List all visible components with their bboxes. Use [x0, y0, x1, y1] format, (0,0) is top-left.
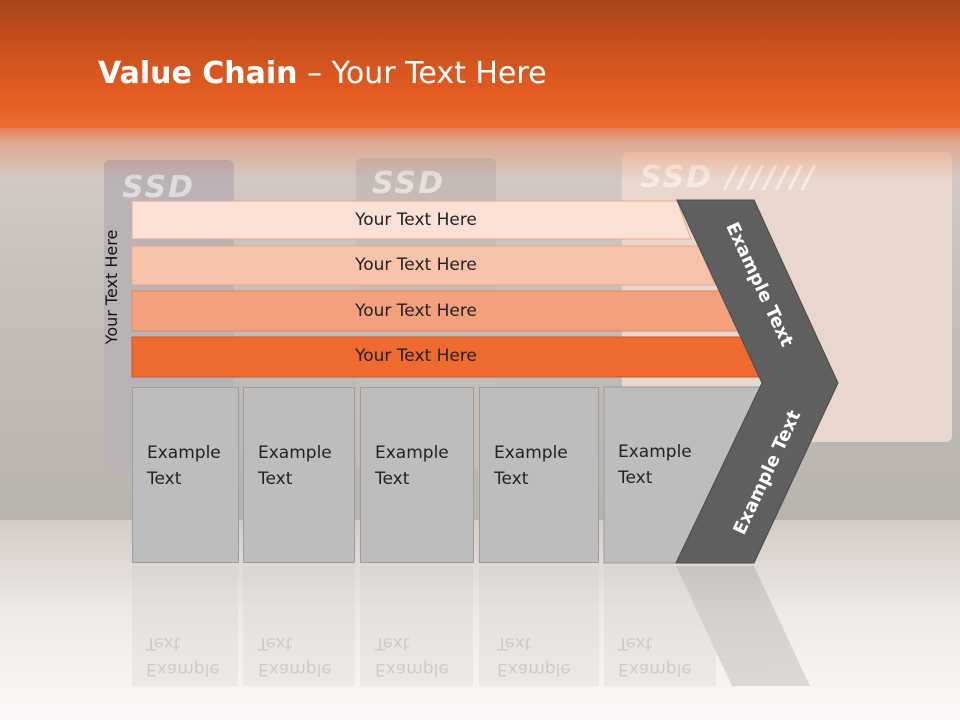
- column-2-line2: Text: [258, 469, 293, 489]
- column-4-line1: Example: [494, 443, 568, 463]
- title-rest: – Your Text Here: [297, 56, 547, 91]
- column-4-line2: Text: [494, 469, 529, 489]
- column-3[interactable]: Example Text: [360, 387, 474, 563]
- column-1[interactable]: Example Text: [132, 387, 239, 563]
- band-4-label: Your Text Here: [355, 346, 477, 366]
- column-1-line2: Text: [147, 469, 182, 489]
- column-3-line1: Example: [375, 443, 449, 463]
- band-2-label: Your Text Here: [355, 255, 477, 275]
- chevron-shape: [675, 199, 839, 564]
- column-4[interactable]: Example Text: [479, 387, 599, 563]
- band-shape-2: [131, 245, 716, 286]
- column-1-line1: Example: [147, 443, 221, 463]
- band-2[interactable]: Your Text Here: [132, 246, 700, 284]
- title-bold: Value Chain: [98, 56, 298, 91]
- slide-title[interactable]: Value Chain – Your Text Here: [98, 56, 547, 91]
- column-2[interactable]: Example Text: [243, 387, 355, 563]
- band-1-label: Your Text Here: [355, 210, 477, 230]
- column-2-line1: Example: [258, 443, 332, 463]
- column-3-line2: Text: [375, 469, 410, 489]
- banner-fade: [0, 120, 960, 180]
- band-3[interactable]: Your Text Here: [132, 292, 700, 330]
- band-3-label: Your Text Here: [355, 301, 477, 321]
- column-5-line2: Text: [618, 468, 653, 488]
- band-shape-1: [131, 200, 692, 240]
- band-1[interactable]: Your Text Here: [132, 201, 700, 239]
- column-5[interactable]: Example Text: [604, 387, 704, 563]
- column-reflections: [132, 566, 810, 686]
- column-5-line1: Example: [618, 442, 692, 462]
- band-4[interactable]: Your Text Here: [132, 337, 700, 375]
